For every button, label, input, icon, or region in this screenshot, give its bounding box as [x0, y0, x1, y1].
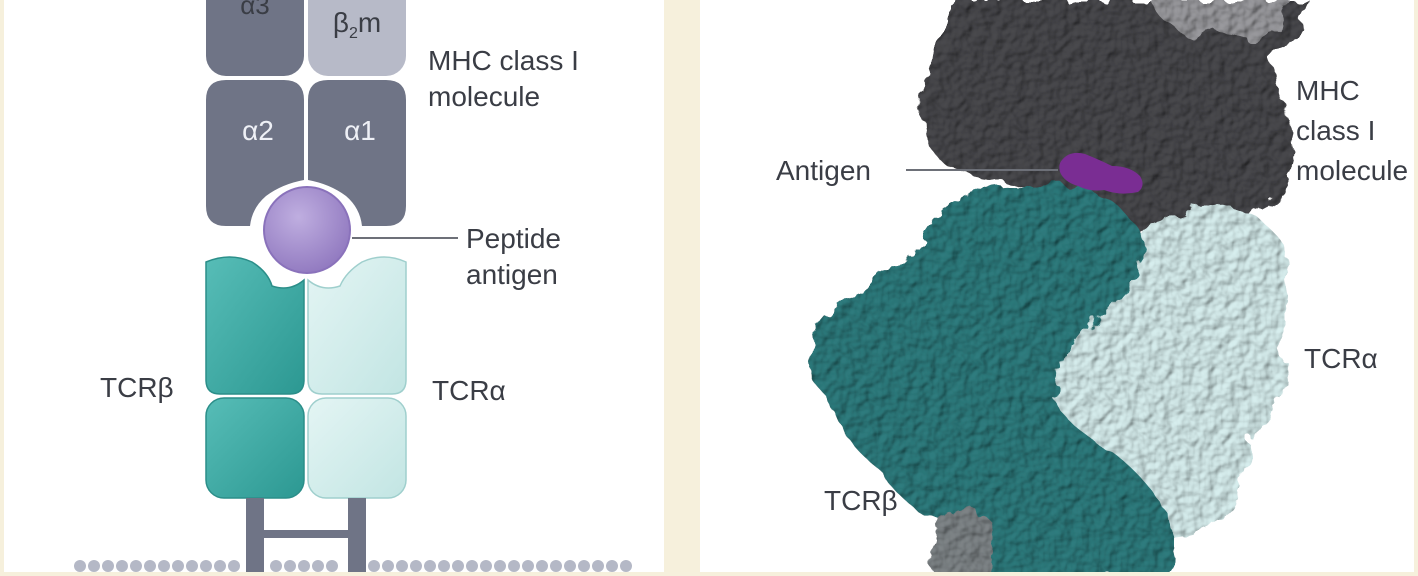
membrane-dot — [144, 560, 156, 572]
membrane-dot — [606, 560, 618, 572]
membrane-dot — [102, 560, 114, 572]
membrane-dot — [214, 560, 226, 572]
right-frame-edge — [1414, 0, 1418, 576]
membrane-dot — [508, 560, 520, 572]
peptide-label-line2: antigen — [466, 259, 558, 290]
cell-membrane — [74, 560, 632, 572]
membrane-dot — [186, 560, 198, 572]
structure-mhc-label-line1: MHC — [1296, 75, 1360, 106]
membrane-dot — [130, 560, 142, 572]
membrane-dot — [480, 560, 492, 572]
tcr-schematic — [205, 256, 407, 572]
antigen-label: Antigen — [776, 155, 871, 186]
tcr-disulfide-bridge — [264, 530, 348, 538]
membrane-dot — [200, 560, 212, 572]
alpha3-domain — [206, 0, 304, 76]
tcr-beta-label: TCRβ — [100, 372, 174, 403]
membrane-dot — [424, 560, 436, 572]
alpha2-label: α2 — [242, 115, 274, 146]
membrane-dot — [368, 560, 380, 572]
membrane-dot — [88, 560, 100, 572]
membrane-dot — [578, 560, 590, 572]
tcr-alpha-stalk — [348, 498, 366, 572]
alpha1-domain — [308, 80, 406, 226]
membrane-dot — [74, 560, 86, 572]
peptide-label-line1: Peptide — [466, 223, 561, 254]
membrane-dot — [522, 560, 534, 572]
b2m-label: β2m — [333, 7, 381, 42]
structure-tcr-alpha-label: TCRα — [1304, 343, 1378, 374]
membrane-dot — [116, 560, 128, 572]
bottom-frame-edge — [0, 572, 1418, 576]
membrane-dot — [312, 560, 324, 572]
membrane-dot — [382, 560, 394, 572]
membrane-dot — [298, 560, 310, 572]
tcr-beta-stalk — [246, 498, 264, 572]
structure-tcr-beta-label: TCRβ — [824, 485, 898, 516]
membrane-surface-patch — [931, 511, 994, 576]
membrane-dot — [620, 560, 632, 572]
membrane-dot — [284, 560, 296, 572]
alpha3-label: α3 — [240, 0, 270, 20]
membrane-dot — [452, 560, 464, 572]
membrane-dot — [410, 560, 422, 572]
structure-mhc-label-line2: class I — [1296, 115, 1375, 146]
mhc-surface-light-patch — [1150, 0, 1290, 40]
membrane-dot — [564, 560, 576, 572]
peptide-antigen-circle — [263, 186, 351, 274]
protein-surface-structure — [807, 0, 1310, 576]
membrane-dot — [172, 560, 184, 572]
tcr-beta-constant-domain — [205, 397, 305, 499]
b2m-domain — [308, 0, 406, 76]
membrane-dot — [396, 560, 408, 572]
membrane-dot — [536, 560, 548, 572]
membrane-dot — [228, 560, 240, 572]
membrane-dot — [270, 560, 282, 572]
tcr-alpha-constant-domain — [307, 397, 407, 499]
alpha1-label: α1 — [344, 115, 376, 146]
mhc-surface — [923, 0, 1310, 231]
mhc-label-line2: molecule — [428, 81, 540, 112]
tcr-beta-surface — [807, 186, 1174, 576]
membrane-dot — [158, 560, 170, 572]
membrane-dot — [466, 560, 478, 572]
antigen-surface — [1059, 152, 1143, 194]
membrane-dot — [438, 560, 450, 572]
tcr-alpha-variable-domain — [307, 256, 407, 395]
mhc-label-line1: MHC class I — [428, 45, 579, 76]
membrane-dot — [550, 560, 562, 572]
membrane-dot — [592, 560, 604, 572]
mhc-schematic: α3 β2m α2 α1 — [206, 0, 406, 226]
structure-mhc-label-line3: molecule — [1296, 155, 1408, 186]
tcr-alpha-label: TCRα — [432, 375, 506, 406]
membrane-dot — [326, 560, 338, 572]
tcr-beta-variable-domain — [205, 256, 305, 395]
membrane-dot — [494, 560, 506, 572]
